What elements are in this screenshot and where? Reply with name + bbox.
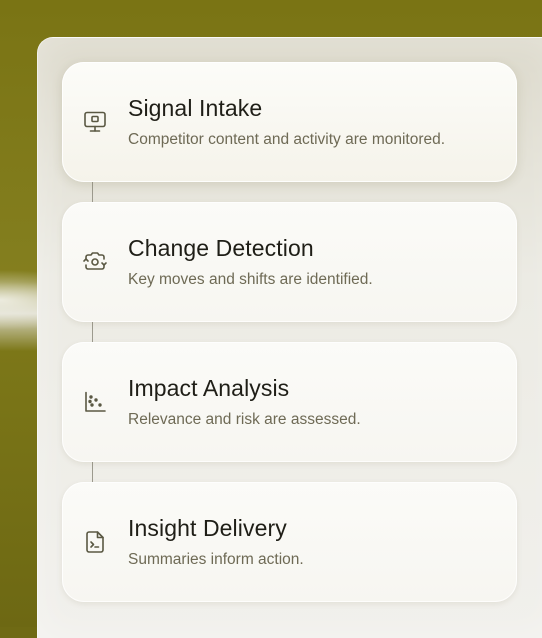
step-card-insight-delivery[interactable]: Insight Delivery Summaries inform action… xyxy=(62,482,517,602)
step-description: Key moves and shifts are identified. xyxy=(128,271,373,288)
camera-refresh-icon xyxy=(82,249,108,275)
monitor-icon xyxy=(82,109,108,135)
scatter-chart-icon xyxy=(82,389,108,415)
step-title: Change Detection xyxy=(128,235,314,261)
step-title: Insight Delivery xyxy=(128,515,287,541)
connector-line xyxy=(92,462,93,482)
step-description: Relevance and risk are assessed. xyxy=(128,411,361,428)
step-title: Impact Analysis xyxy=(128,375,290,401)
step-description: Competitor content and activity are moni… xyxy=(128,131,446,148)
connector-line xyxy=(92,182,93,202)
step-card-impact-analysis[interactable]: Impact Analysis Relevance and risk are a… xyxy=(62,342,517,462)
step-card-signal-intake[interactable]: Signal Intake Competitor content and act… xyxy=(62,62,517,182)
connector-line xyxy=(92,322,93,342)
step-description: Summaries inform action. xyxy=(128,551,304,568)
step-title: Signal Intake xyxy=(128,95,263,121)
step-card-change-detection[interactable]: Change Detection Key moves and shifts ar… xyxy=(62,202,517,322)
file-terminal-icon xyxy=(82,529,108,555)
